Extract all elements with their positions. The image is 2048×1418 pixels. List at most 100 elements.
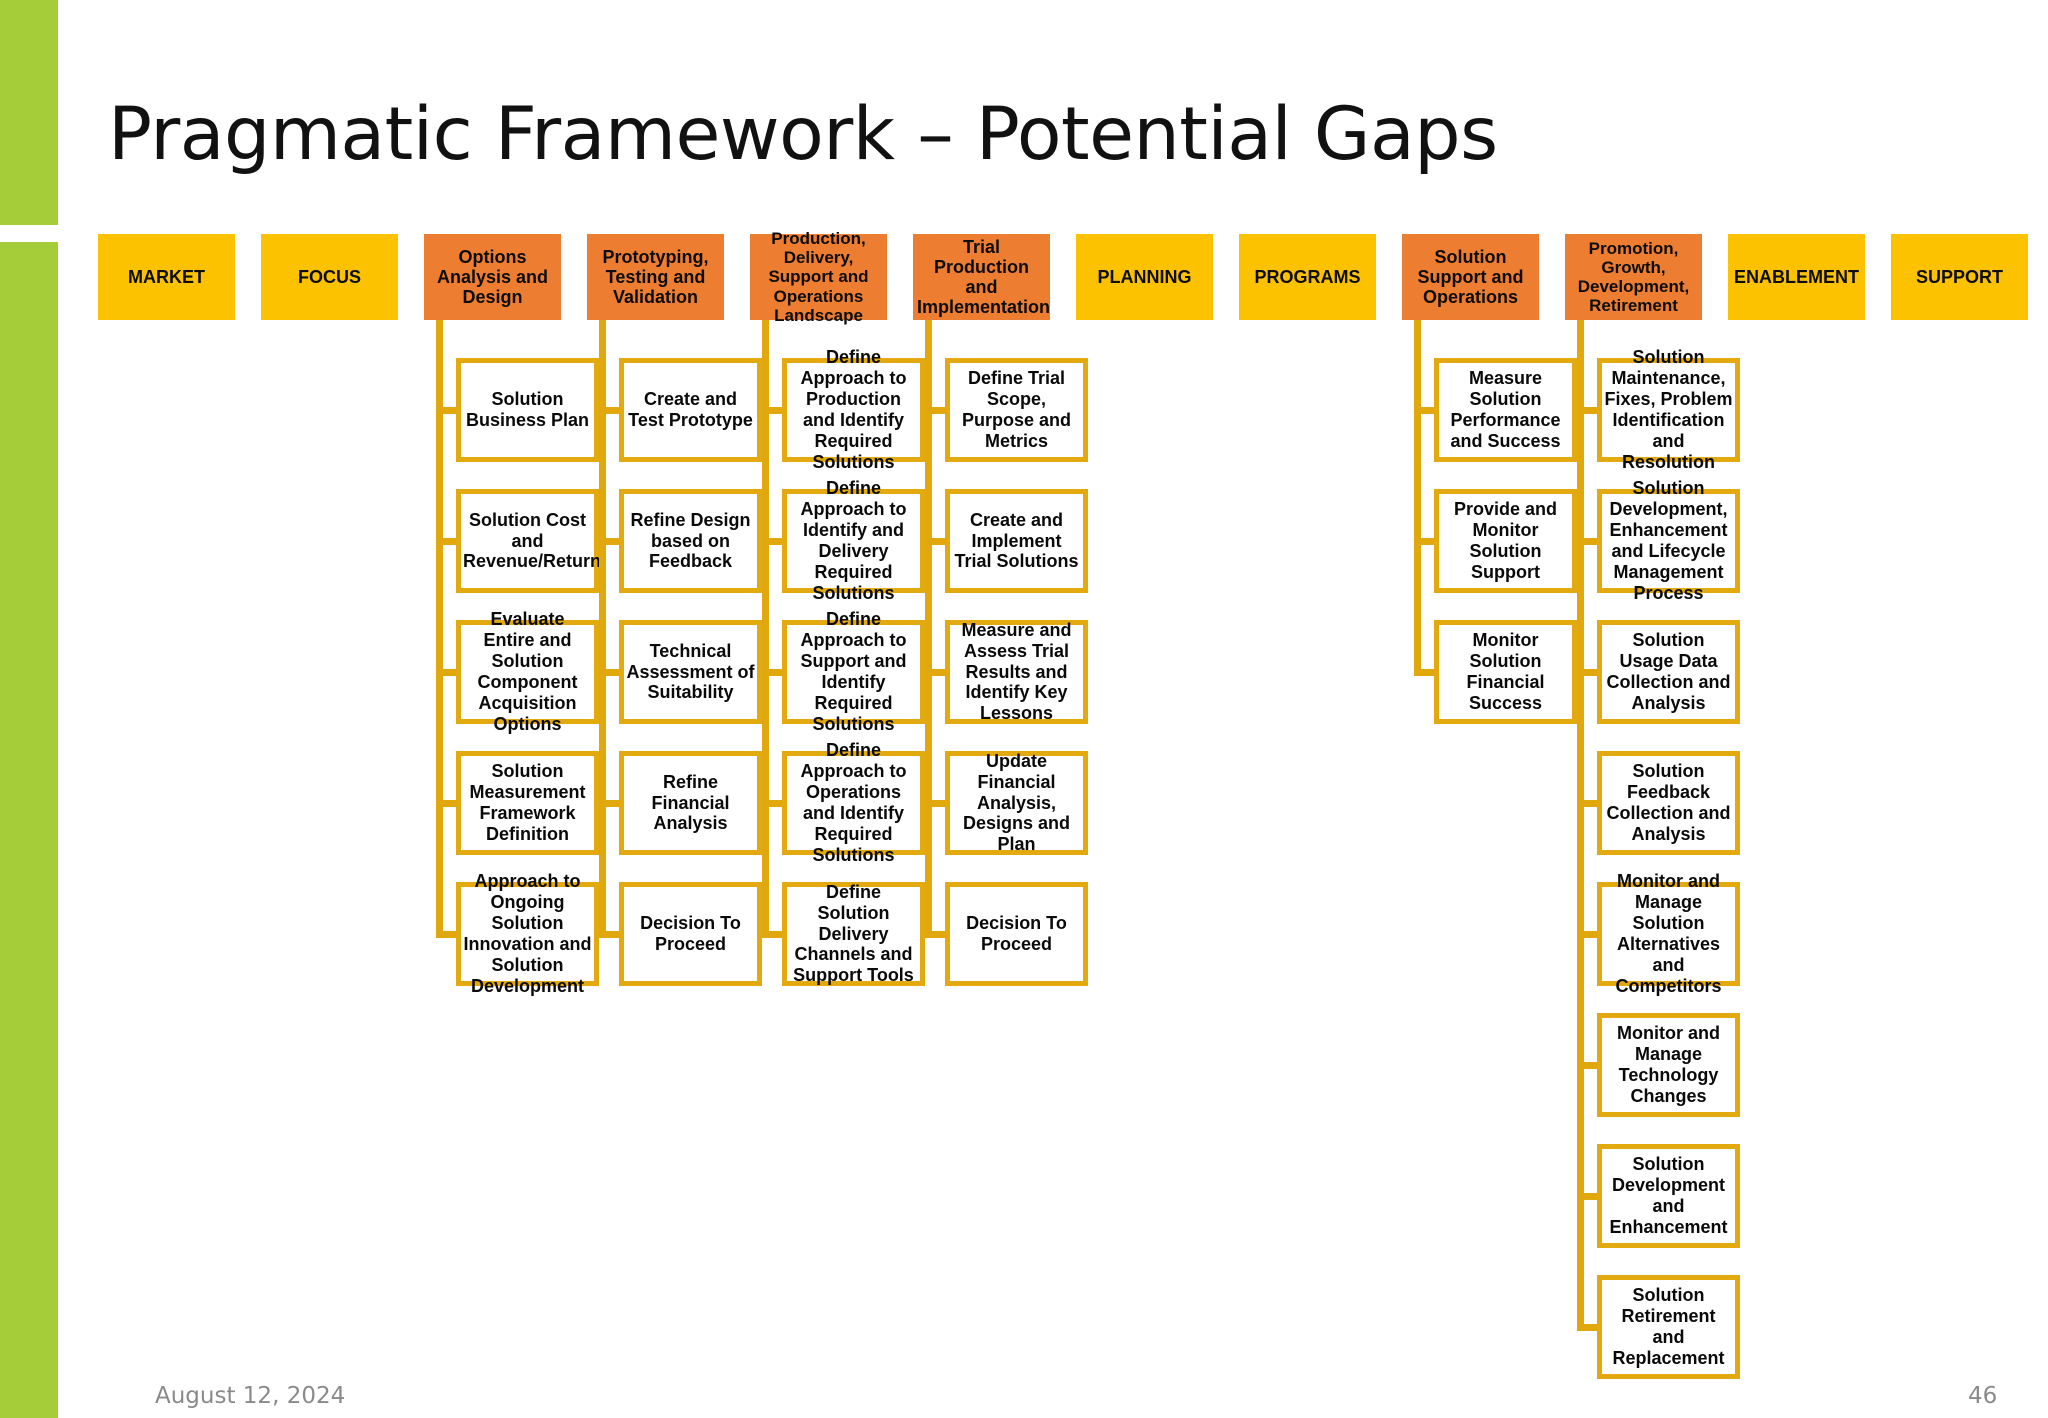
task-box-label: Solution Development and Enhancement [1609,1154,1728,1237]
phase-header-options-analysis-and-design[interactable]: Options Analysis and Design [424,234,561,320]
task-box-label: Decision To Proceed [966,913,1067,954]
connector-stub [1577,669,1597,676]
footer-page-number: 46 [1968,1383,1998,1409]
task-box-label: Create and Implement Trial Solutions [954,509,1079,572]
connector-trunk-solution-support-and-operations [1414,320,1421,672]
phase-header-support[interactable]: SUPPORT [1891,234,2028,320]
task-box[interactable]: Solution Cost and Revenue/Return [456,489,602,593]
task-box-label: Solution Maintenance, Fixes, Problem Ide… [1604,347,1733,472]
task-box-label: Solution Development, Enhancement and Li… [1609,478,1728,603]
task-box-label: Provide and Monitor Solution Support [1453,499,1558,582]
task-box[interactable]: Solution Maintenance, Fixes, Problem Ide… [1597,347,1740,472]
connector-trunk-trial-production-and-implementation [925,320,932,934]
task-box[interactable]: Refine Design based on Feedback [619,489,762,593]
connector-stub [599,800,619,807]
task-box[interactable]: Define Solution Delivery Channels and Su… [782,882,925,986]
task-box[interactable]: Update Financial Analysis, Designs and P… [945,751,1088,855]
connector-stub [1414,538,1434,545]
phase-header-market[interactable]: MARKET [98,234,235,320]
task-box[interactable]: Solution Measurement Framework Definitio… [456,751,599,855]
task-box[interactable]: Technical Assessment of Suitability [619,620,762,724]
left-accent-bar-top [0,0,58,225]
connector-stub [1577,1062,1597,1069]
phase-header-label: Prototyping, Testing and Validation [602,246,709,308]
left-accent-bar-bottom [0,242,58,1418]
task-box-label: Solution Feedback Collection and Analysi… [1606,761,1731,844]
phase-header-planning[interactable]: PLANNING [1076,234,1213,320]
task-box-label: Evaluate Entire and Solution Component A… [477,609,578,734]
task-box[interactable]: Solution Retirement and Replacement [1597,1275,1740,1379]
connector-stub [1577,538,1597,545]
connector-stub [599,669,619,676]
connector-stub [925,800,945,807]
task-box[interactable]: Solution Feedback Collection and Analysi… [1597,751,1740,855]
task-box[interactable]: Solution Business Plan [456,358,599,462]
connector-trunk-production-delivery-support-and-operations-landscape [762,320,769,934]
task-box[interactable]: Evaluate Entire and Solution Component A… [456,609,599,734]
task-box[interactable]: Decision To Proceed [945,882,1088,986]
phase-header-label: ENABLEMENT [1734,266,1859,287]
connector-stub [436,800,456,807]
task-box[interactable]: Measure and Assess Trial Results and Ide… [945,620,1088,724]
connector-stub [925,538,945,545]
connector-stub [762,800,782,807]
task-box-label: Solution Usage Data Collection and Analy… [1606,630,1731,713]
phase-header-label: SUPPORT [1915,266,2003,287]
connector-stub [762,669,782,676]
task-box[interactable]: Define Approach to Support and Identify … [782,609,925,734]
task-box[interactable]: Define Approach to Production and Identi… [782,347,925,472]
task-box-label: Monitor and Manage Solution Alternatives… [1615,871,1722,996]
task-box-label: Define Solution Delivery Channels and Su… [793,881,914,986]
connector-trunk-promotion-growth-development-retirement [1577,320,1584,1327]
phase-header-enablement[interactable]: ENABLEMENT [1728,234,1865,320]
phase-header-prototyping-testing-and-validation[interactable]: Prototyping, Testing and Validation [587,234,724,320]
connector-stub [436,407,456,414]
connector-stub [599,538,619,545]
phase-header-label: Trial Production and Implementation [917,236,1051,318]
task-box[interactable]: Define Approach to Operations and Identi… [782,740,925,865]
task-box[interactable]: Refine Financial Analysis [619,751,762,855]
phase-header-label: MARKET [128,266,205,287]
task-box[interactable]: Monitor Solution Financial Success [1434,620,1577,724]
task-box-label: Technical Assessment of Suitability [626,640,755,703]
phase-header-label: PROGRAMS [1254,266,1361,287]
phase-header-production-delivery-support-and-operations-landscape[interactable]: Production, Delivery, Support and Operat… [750,229,887,325]
task-box[interactable]: Solution Usage Data Collection and Analy… [1597,620,1740,724]
task-box-label: Measure and Assess Trial Results and Ide… [961,619,1072,724]
task-box[interactable]: Define Approach to Identify and Delivery… [782,478,925,603]
connector-trunk-options-analysis-and-design [436,320,443,934]
task-box[interactable]: Define Trial Scope, Purpose and Metrics [945,358,1088,462]
task-box-label: Solution Retirement and Replacement [1612,1285,1725,1368]
task-box[interactable]: Create and Test Prototype [619,358,762,462]
phase-header-promotion-growth-development-retirement[interactable]: Promotion, Growth, Development, Retireme… [1565,234,1702,320]
connector-stub [436,669,456,676]
task-box[interactable]: Provide and Monitor Solution Support [1434,489,1577,593]
task-box-label: Update Financial Analysis, Designs and P… [962,750,1071,855]
connector-stub [925,407,945,414]
task-box[interactable]: Measure Solution Performance and Success [1434,358,1577,462]
phase-header-focus[interactable]: FOCUS [261,234,398,320]
task-box-label: Approach to Ongoing Solution Innovation … [463,871,592,996]
task-box[interactable]: Monitor and Manage Technology Changes [1597,1013,1740,1117]
task-box-label: Create and Test Prototype [628,389,753,430]
task-box-label: Define Trial Scope, Purpose and Metrics [961,368,1072,451]
connector-trunk-prototyping-testing-and-validation [599,320,606,934]
task-box[interactable]: Create and Implement Trial Solutions [945,489,1088,593]
task-box[interactable]: Approach to Ongoing Solution Innovation … [456,871,599,996]
task-box[interactable]: Solution Development, Enhancement and Li… [1597,478,1740,603]
task-box[interactable]: Decision To Proceed [619,882,762,986]
phase-header-solution-support-and-operations[interactable]: Solution Support and Operations [1402,234,1539,320]
task-box[interactable]: Monitor and Manage Solution Alternatives… [1597,871,1740,996]
connector-stub [436,931,456,938]
phase-header-label: Solution Support and Operations [1417,246,1524,308]
phase-header-trial-production-and-implementation[interactable]: Trial Production and Implementation [913,234,1050,320]
connector-stub [762,407,782,414]
task-box-label: Define Approach to Support and Identify … [800,609,907,734]
task-box-label: Solution Business Plan [465,389,590,430]
connector-stub [925,931,945,938]
connector-stub [1577,800,1597,807]
task-box[interactable]: Solution Development and Enhancement [1597,1144,1740,1248]
task-box-label: Solution Cost and Revenue/Return [463,509,602,572]
phase-header-programs[interactable]: PROGRAMS [1239,234,1376,320]
